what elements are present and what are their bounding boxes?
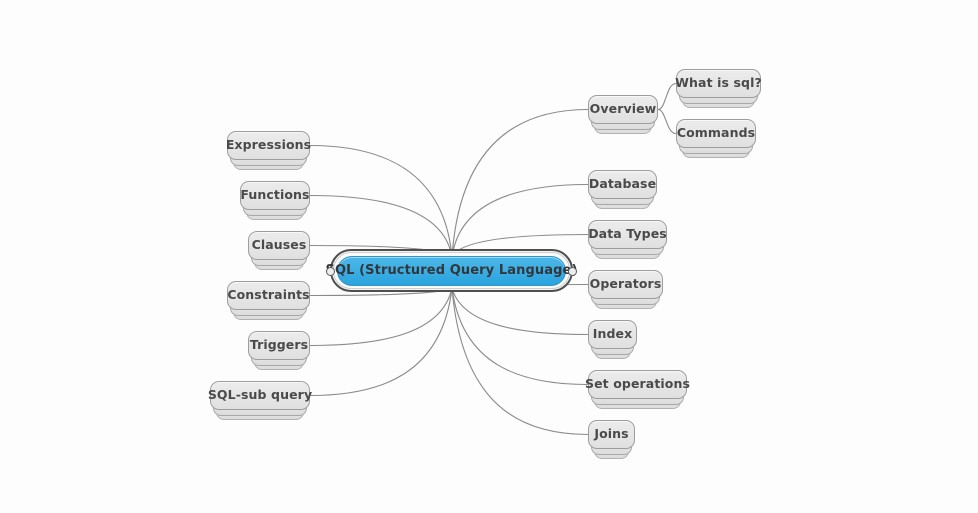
connector [451,108,589,258]
connector [309,287,453,397]
node-face[interactable]: Constraints [227,281,310,310]
mindmap-node-operators[interactable]: Operators [588,270,663,309]
mindmap-node-constraints[interactable]: Constraints [227,281,310,320]
node-label: Functions [240,187,310,203]
node-label: SQL (Structured Query Language) [325,263,578,278]
node-label: Overview [589,101,657,117]
node-label: Index [592,326,633,342]
node-face[interactable]: Set operations [585,370,691,399]
node-face[interactable]: Data Types [588,220,667,249]
connector [451,183,589,258]
node-label: Commands [676,125,756,141]
mindmap-node-overview[interactable]: Overview [588,95,658,134]
node-face[interactable]: Commands [676,119,756,148]
mindmap-node-clauses[interactable]: Clauses [248,231,310,270]
node-label: Triggers [249,337,309,353]
connector [309,144,453,258]
mindmap-node-joins[interactable]: Joins [588,420,635,459]
node-face[interactable]: Operators [588,270,663,299]
resize-handle-left[interactable] [326,266,335,276]
connector [657,108,677,135]
node-label: Constraints [227,287,310,303]
connector [309,287,453,347]
mindmap-node-data-types[interactable]: Data Types [588,220,667,259]
node-label: Operators [589,276,662,292]
mindmap-node-database[interactable]: Database [588,170,657,209]
mindmap-node-functions[interactable]: Functions [240,181,310,220]
mindmap-node-commands[interactable]: Commands [676,119,756,158]
connector [451,287,589,436]
connector [451,287,589,336]
node-label: What is sql? [675,75,762,91]
node-label: Database [588,176,657,192]
node-face[interactable]: What is sql? [675,69,762,98]
node-face[interactable]: Index [588,320,637,349]
mindmap-node-what-is-sql[interactable]: What is sql? [675,69,762,108]
connector [309,194,453,258]
connector [451,287,589,386]
node-label: Set operations [585,376,691,392]
node-label: Expressions [225,137,312,153]
node-label: Clauses [251,237,307,253]
mindmap-node-expressions[interactable]: Expressions [225,131,312,170]
node-label: SQL-sub query [207,387,313,403]
node-face[interactable]: Overview [588,95,658,124]
mindmap-node-sql-sub-query[interactable]: SQL-sub query [207,381,313,420]
node-label: Joins [594,426,629,442]
mindmap-node-central[interactable]: SQL (Structured Query Language) [326,249,577,292]
node-label: Data Types [588,226,667,242]
node-face[interactable]: Joins [588,420,635,449]
mindmap-node-set-operations[interactable]: Set operations [585,370,691,409]
resize-handle-right[interactable] [568,266,577,276]
node-face[interactable]: SQL-sub query [207,381,313,410]
mindmap-node-index[interactable]: Index [588,320,637,359]
node-face[interactable]: Functions [240,181,310,210]
connector [657,82,677,111]
node-face[interactable]: Clauses [248,231,310,260]
node-face[interactable]: Expressions [225,131,312,160]
node-face[interactable]: Database [588,170,657,199]
node-face[interactable]: Triggers [248,331,310,360]
mindmap-node-triggers[interactable]: Triggers [248,331,310,370]
node-face[interactable]: SQL (Structured Query Language) [326,255,577,286]
